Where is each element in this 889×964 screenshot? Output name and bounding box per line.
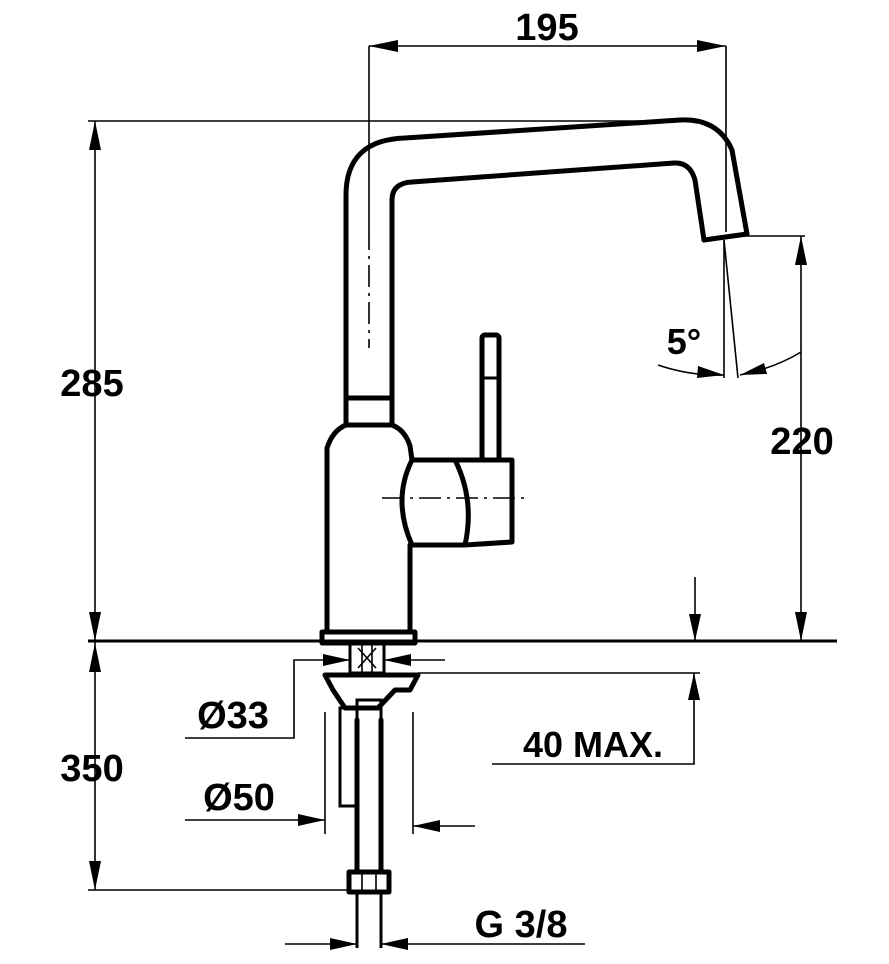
hole-leader-line: [185, 659, 350, 739]
label-under-length: 350: [60, 748, 123, 790]
hose-sleeve: [355, 698, 383, 874]
label-spout-angle: 5°: [667, 321, 701, 362]
label-spout-reach: 195: [515, 7, 578, 49]
column-collar: [343, 395, 395, 428]
connection-arrow-left: [330, 938, 357, 950]
thickness-leader-line: [492, 673, 695, 765]
spout-inner-edge: [389, 160, 707, 401]
thickness-arrow: [688, 673, 700, 700]
label-hole-diameter: Ø33: [197, 695, 269, 737]
angle-tilted-line: [723, 239, 739, 379]
hose-connector-nut: [346, 869, 392, 895]
connection-arrow-right: [381, 938, 408, 950]
label-spout-height: 220: [770, 421, 833, 463]
base-arrow-left: [298, 814, 325, 826]
fixing-plate: [322, 672, 421, 711]
base-arrow-right: [413, 820, 440, 832]
center-lines: [368, 228, 525, 499]
height-arrow-top: [89, 121, 101, 150]
hose-tube: [354, 717, 384, 875]
counter-indicator-arrow: [689, 614, 701, 641]
main-body: [324, 443, 468, 635]
height-arrow-bottom: [89, 612, 101, 641]
spout-height-arrow-bottom: [795, 612, 807, 641]
reach-arrow-left: [369, 40, 398, 52]
hole-arrow-left: [323, 654, 350, 666]
angle-arrow-right: [740, 363, 767, 375]
hole-arrow-right: [384, 654, 411, 666]
hose-connector-marks: [361, 872, 377, 892]
spout-height-arrow-top: [795, 236, 807, 265]
label-total-height: 285: [60, 363, 123, 405]
mounting-hardware: [322, 641, 421, 948]
under-arrow-bottom: [89, 861, 101, 890]
angle-arrow-left: [697, 366, 724, 378]
label-connection: G 3/8: [475, 904, 568, 946]
faucet-outline: [319, 117, 750, 646]
spout-tip: [701, 231, 750, 243]
column-shoulder: [324, 422, 413, 451]
hose-end: [355, 892, 383, 948]
label-base-diameter: Ø50: [203, 777, 275, 819]
spout-outer-edge: [343, 117, 750, 401]
fixing-shaft: [338, 706, 359, 808]
label-max-thickness: 40 MAX.: [523, 724, 663, 765]
reach-arrow-right: [697, 40, 726, 52]
lever-housing: [399, 457, 515, 548]
dimension-lines: [88, 40, 837, 950]
stud-thread-marks: [357, 643, 377, 673]
lever-handle: [479, 332, 502, 463]
dimension-labels: 195 285 220 5° 350 Ø33 Ø50 40 MAX. G 3/8: [60, 7, 833, 946]
under-arrow-top: [89, 643, 101, 672]
